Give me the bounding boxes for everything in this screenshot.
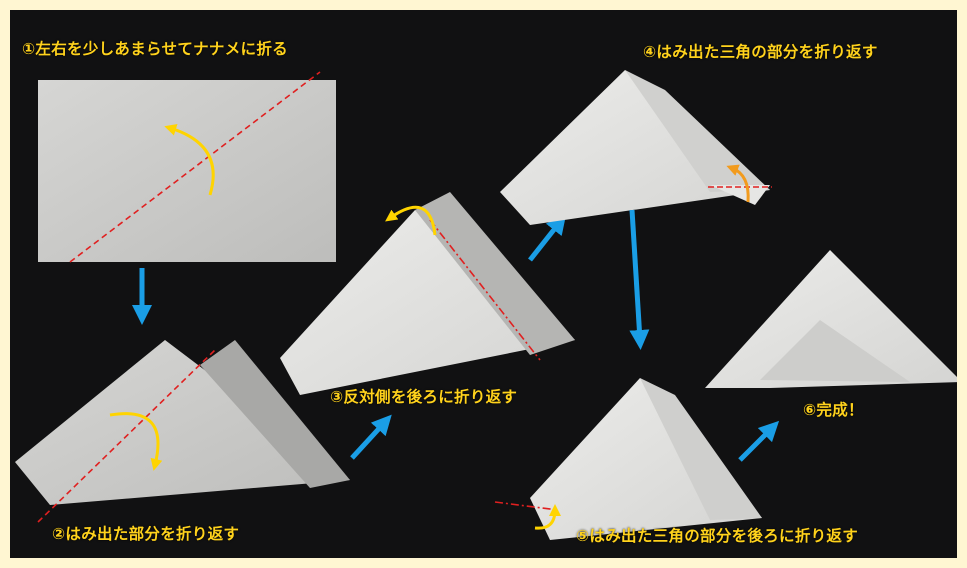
step6-label: ⑥完成！ <box>803 401 864 419</box>
step2-label: ②はみ出た部分を折り返す <box>52 525 240 543</box>
fold-arrow-icon <box>534 504 561 530</box>
fold-line <box>37 349 216 523</box>
step1-paper <box>38 71 336 263</box>
flow-arrow-icon <box>350 414 392 460</box>
step3-label: ③反対側を後ろに折り返す <box>330 388 518 406</box>
flow-arrow-icon <box>528 214 567 262</box>
instruction-stage: ①左右を少しあまらせてナナメに折る ②はみ出た部分を折り返す ③反対側を後ろに折… <box>10 10 957 558</box>
fold-line <box>429 219 541 361</box>
flow-arrow-icon <box>738 420 780 462</box>
step4-label: ④はみ出た三角の部分を折り返す <box>643 43 878 61</box>
fold-line <box>494 501 559 511</box>
fold-arrow-icon <box>109 412 163 471</box>
step3-paper <box>280 192 575 395</box>
fold-arrow-icon <box>385 205 437 236</box>
origami-photo-collage <box>15 70 957 540</box>
fold-line <box>69 71 321 263</box>
fold-arrow-icon <box>726 164 750 203</box>
step1-label: ①左右を少しあまらせてナナメに折る <box>22 40 288 58</box>
step5-paper <box>494 378 762 540</box>
step5-label: ⑤はみ出た三角の部分を後ろに折り返す <box>576 527 859 545</box>
fold-arrow-icon <box>164 124 215 196</box>
step2-paper <box>15 340 350 523</box>
step6-paper <box>705 250 957 388</box>
step4-paper <box>500 70 772 225</box>
flow-arrow-icon <box>629 209 650 350</box>
